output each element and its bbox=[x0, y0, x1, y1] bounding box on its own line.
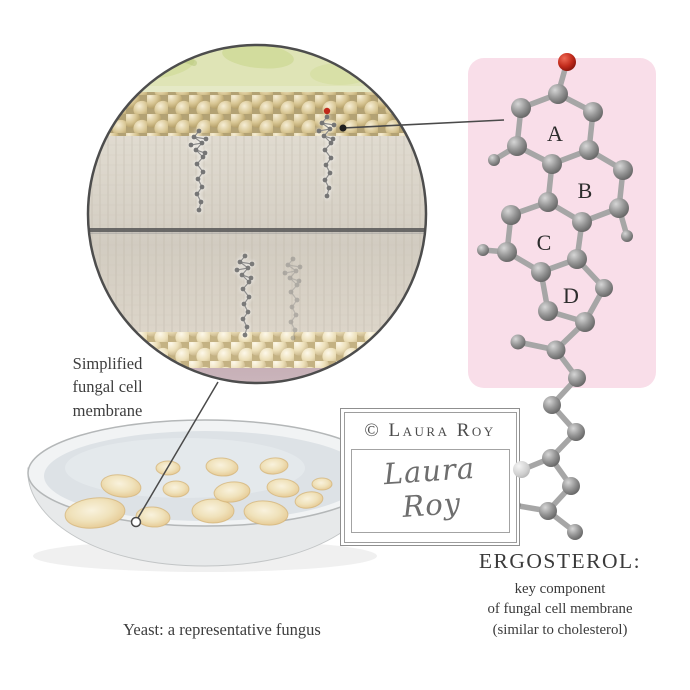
ring-label-d: D bbox=[563, 283, 579, 308]
ergosterol-title: ERGOSTEROL: bbox=[478, 549, 642, 573]
membrane-caption-line2: fungal cell bbox=[72, 377, 143, 397]
pink-panel bbox=[468, 58, 656, 388]
leader-dot bbox=[339, 124, 347, 132]
leader-line-mini-to-molecule bbox=[339, 119, 505, 132]
ring-label-c: C bbox=[537, 230, 552, 255]
ergosterol-line2: of fungal cell membrane bbox=[487, 601, 633, 618]
ergosterol-molecule: A B C D bbox=[477, 53, 633, 540]
lipid-head-band-top bbox=[88, 92, 426, 136]
membrane-caption-line3: membrane bbox=[72, 400, 143, 420]
ergosterol-line1: key component bbox=[514, 581, 606, 597]
membrane-caption-line1: Simplified bbox=[72, 354, 143, 373]
leader-line-membrane-to-dish bbox=[130, 381, 219, 528]
ring-label-a: A bbox=[547, 121, 563, 146]
pale-hydrogen-atom bbox=[513, 461, 530, 478]
ergosterol-caption: ERGOSTEROL: key component of fungal cell… bbox=[443, 549, 677, 640]
dish-caption: Yeast: a representative fungus bbox=[123, 620, 321, 639]
petri-dish bbox=[27, 419, 383, 572]
ergosterol-line3: (similar to cholesterol) bbox=[492, 621, 628, 638]
membrane-caption: Simplified fungal cell membrane bbox=[40, 352, 175, 422]
ring-labels: A B C D bbox=[537, 121, 593, 308]
copyright-text: © Laura Roy bbox=[364, 419, 496, 441]
molecule-atoms bbox=[477, 84, 633, 540]
oxygen-tip-mini bbox=[323, 107, 331, 115]
oxygen-atom bbox=[558, 53, 576, 71]
membrane-midline bbox=[88, 228, 426, 232]
leader-endpoint-circle bbox=[130, 516, 142, 528]
watermark-inner-border: © Laura Roy Laura Roy bbox=[343, 411, 517, 543]
inset-border bbox=[86, 43, 428, 385]
signature-box: Laura Roy bbox=[350, 448, 510, 533]
signature-text: Laura Roy bbox=[382, 450, 476, 524]
watermark-box: © Laura Roy Laura Roy bbox=[340, 408, 520, 546]
ring-label-b: B bbox=[578, 178, 593, 203]
